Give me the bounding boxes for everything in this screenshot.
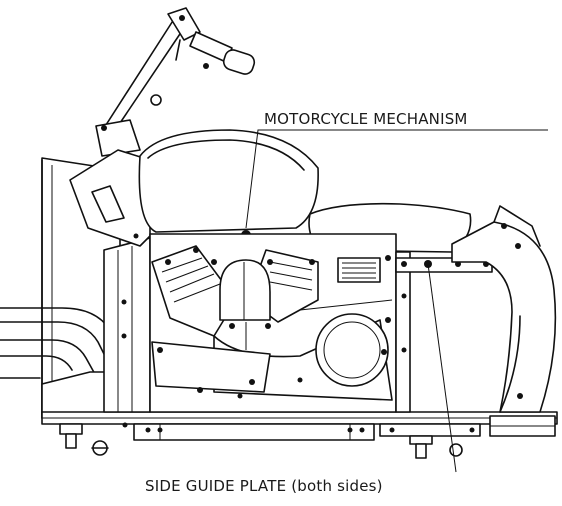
engine-block [149,233,397,413]
motorcycle-mechanism-label: MOTORCYCLE MECHANISM [264,110,468,128]
rear-fender [451,205,557,413]
fuel-tank [138,129,319,240]
side-guide-plate [395,251,493,413]
side-guide-plate-label: SIDE GUIDE PLATE (both sides) [145,477,383,495]
leveling-feet [59,422,475,459]
leader-lines [245,129,548,473]
handlebar-assembly [95,7,256,157]
front-upright [103,237,151,413]
